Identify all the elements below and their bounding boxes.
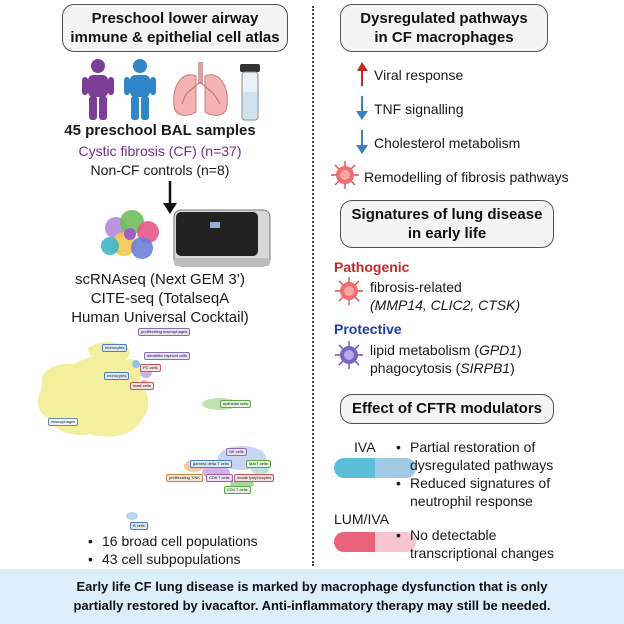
- iva-label: IVA: [354, 439, 376, 455]
- signatures-title-line1: Signatures of lung disease: [351, 206, 543, 223]
- sequencer-icon: [173, 209, 271, 267]
- cell-cluster-icon: [101, 210, 159, 259]
- pathways-title-line2: in CF macrophages: [374, 29, 514, 46]
- lipid-close: ): [517, 342, 522, 358]
- samples-illustration: [82, 59, 260, 121]
- arrow-up-red-icon: [357, 62, 368, 86]
- citeseq-panel-label: Human Universal Cocktail): [71, 309, 249, 326]
- bullet-subpopulations: 43 cell subpopulations: [88, 550, 288, 568]
- umap-label-prolif-tnk: proliferating T/NK: [166, 474, 204, 482]
- atlas-title-line1: Preschool lower airway: [91, 10, 259, 27]
- cholesterol-metabolism: Cholesterol metabolism: [374, 135, 521, 151]
- column-divider: [312, 6, 314, 566]
- tnf-signalling: TNF signalling: [374, 101, 464, 117]
- scrnaseq-label: scRNAseq (Next GEM 3’): [74, 271, 246, 288]
- umap-plot: proliferating macrophages monocytes dend…: [28, 326, 288, 530]
- virus-purple-icon: [335, 341, 363, 369]
- umap-label-nk: NK cells: [226, 448, 247, 456]
- pathways-title-box: Dysregulated pathways in CF macrophages: [340, 4, 548, 52]
- fibrosis-genes: (MMP14, CLIC2, CTSK): [370, 297, 521, 313]
- lipid-label: lipid metabolism (: [370, 342, 479, 358]
- lipid-metabolism: lipid metabolism (GPD1): [370, 341, 600, 359]
- umap-label-cd8: CD8 T cells: [206, 474, 233, 482]
- fibrosis-related: fibrosis-related: [370, 279, 462, 295]
- lungs-icon: [173, 62, 228, 116]
- child-purple-icon: [82, 59, 114, 120]
- bullet-broad-populations: 16 broad cell populations: [88, 532, 288, 550]
- umap-label-gdt: gamma delta T cells: [190, 460, 232, 468]
- virus-red-icon: [335, 277, 363, 305]
- umap-label-mait: MAIT cells: [246, 460, 271, 468]
- umap-label-epithelial: epithelial cells: [220, 400, 251, 408]
- phago-close: ): [510, 360, 515, 376]
- umap-label-cd4: CD4 T cells: [224, 486, 251, 494]
- noncf-count: Non-CF controls (n=8): [90, 162, 230, 178]
- population-bullets: 16 broad cell populations 43 cell subpop…: [88, 532, 288, 568]
- citeseq-label: CITE-seq (TotalseqA: [90, 290, 230, 307]
- lipid-gene: GPD1: [478, 342, 518, 358]
- pathogenic-heading: Pathogenic: [334, 259, 410, 275]
- phago-label: phagocytosis (: [370, 360, 461, 376]
- cf-count: Cystic fibrosis (CF) (n=37): [78, 143, 242, 159]
- umap-label-macrophages: macrophages: [48, 418, 79, 426]
- sequencing-illustration: [101, 209, 271, 267]
- umap-label-bcells: B cells: [130, 522, 148, 530]
- vial-icon: [240, 64, 260, 121]
- arrow-down-blue-icon: [356, 96, 368, 120]
- atlas-title-line2: immune & epithelial cell atlas: [70, 29, 280, 46]
- samples-count: 45 preschool BAL samples: [64, 122, 256, 139]
- pathways-title-line1: Dysregulated pathways: [360, 10, 528, 27]
- cftr-title-box: Effect of CFTR modulators: [340, 394, 554, 424]
- phagocytosis: phagocytosis (SIRPB1): [370, 359, 600, 377]
- child-blue-icon: [124, 59, 156, 120]
- protective-heading: Protective: [334, 321, 402, 337]
- umap-label-mast: mast cells: [130, 382, 154, 390]
- cftr-title: Effect of CFTR modulators: [352, 400, 542, 417]
- conclusion-line2: partially restored by ivacaftor. Anti-in…: [73, 598, 551, 613]
- conclusion-banner: Early life CF lung disease is marked by …: [0, 569, 624, 624]
- umap-label-prolif-macro: proliferating macrophages: [138, 328, 191, 336]
- phago-gene: SIRPB1: [460, 360, 511, 376]
- fibrosis-remodelling: Remodelling of fibrosis pathways: [364, 169, 569, 185]
- umap-label-innate: innate lymphocytes: [234, 474, 275, 482]
- arrow-down-blue-icon: [356, 130, 368, 154]
- lumiva-label: LUM/IVA: [334, 511, 389, 527]
- virus-red-icon: [331, 161, 359, 189]
- umap-label-pc: PC cells: [140, 364, 161, 372]
- umap-label-monocytes2: monocytes: [104, 372, 130, 380]
- atlas-title-box: Preschool lower airway immune & epitheli…: [62, 4, 288, 52]
- conclusion-line1: Early life CF lung disease is marked by …: [76, 579, 548, 594]
- signatures-title-box: Signatures of lung disease in early life: [340, 200, 554, 248]
- umap-label-dc: dendritic/ myeloid cells: [144, 352, 191, 360]
- arrow-down-icon: [163, 181, 177, 214]
- viral-response: Viral response: [374, 67, 464, 83]
- umap-label-monocytes: monocytes: [102, 344, 128, 352]
- signatures-title-line2: in early life: [407, 225, 487, 242]
